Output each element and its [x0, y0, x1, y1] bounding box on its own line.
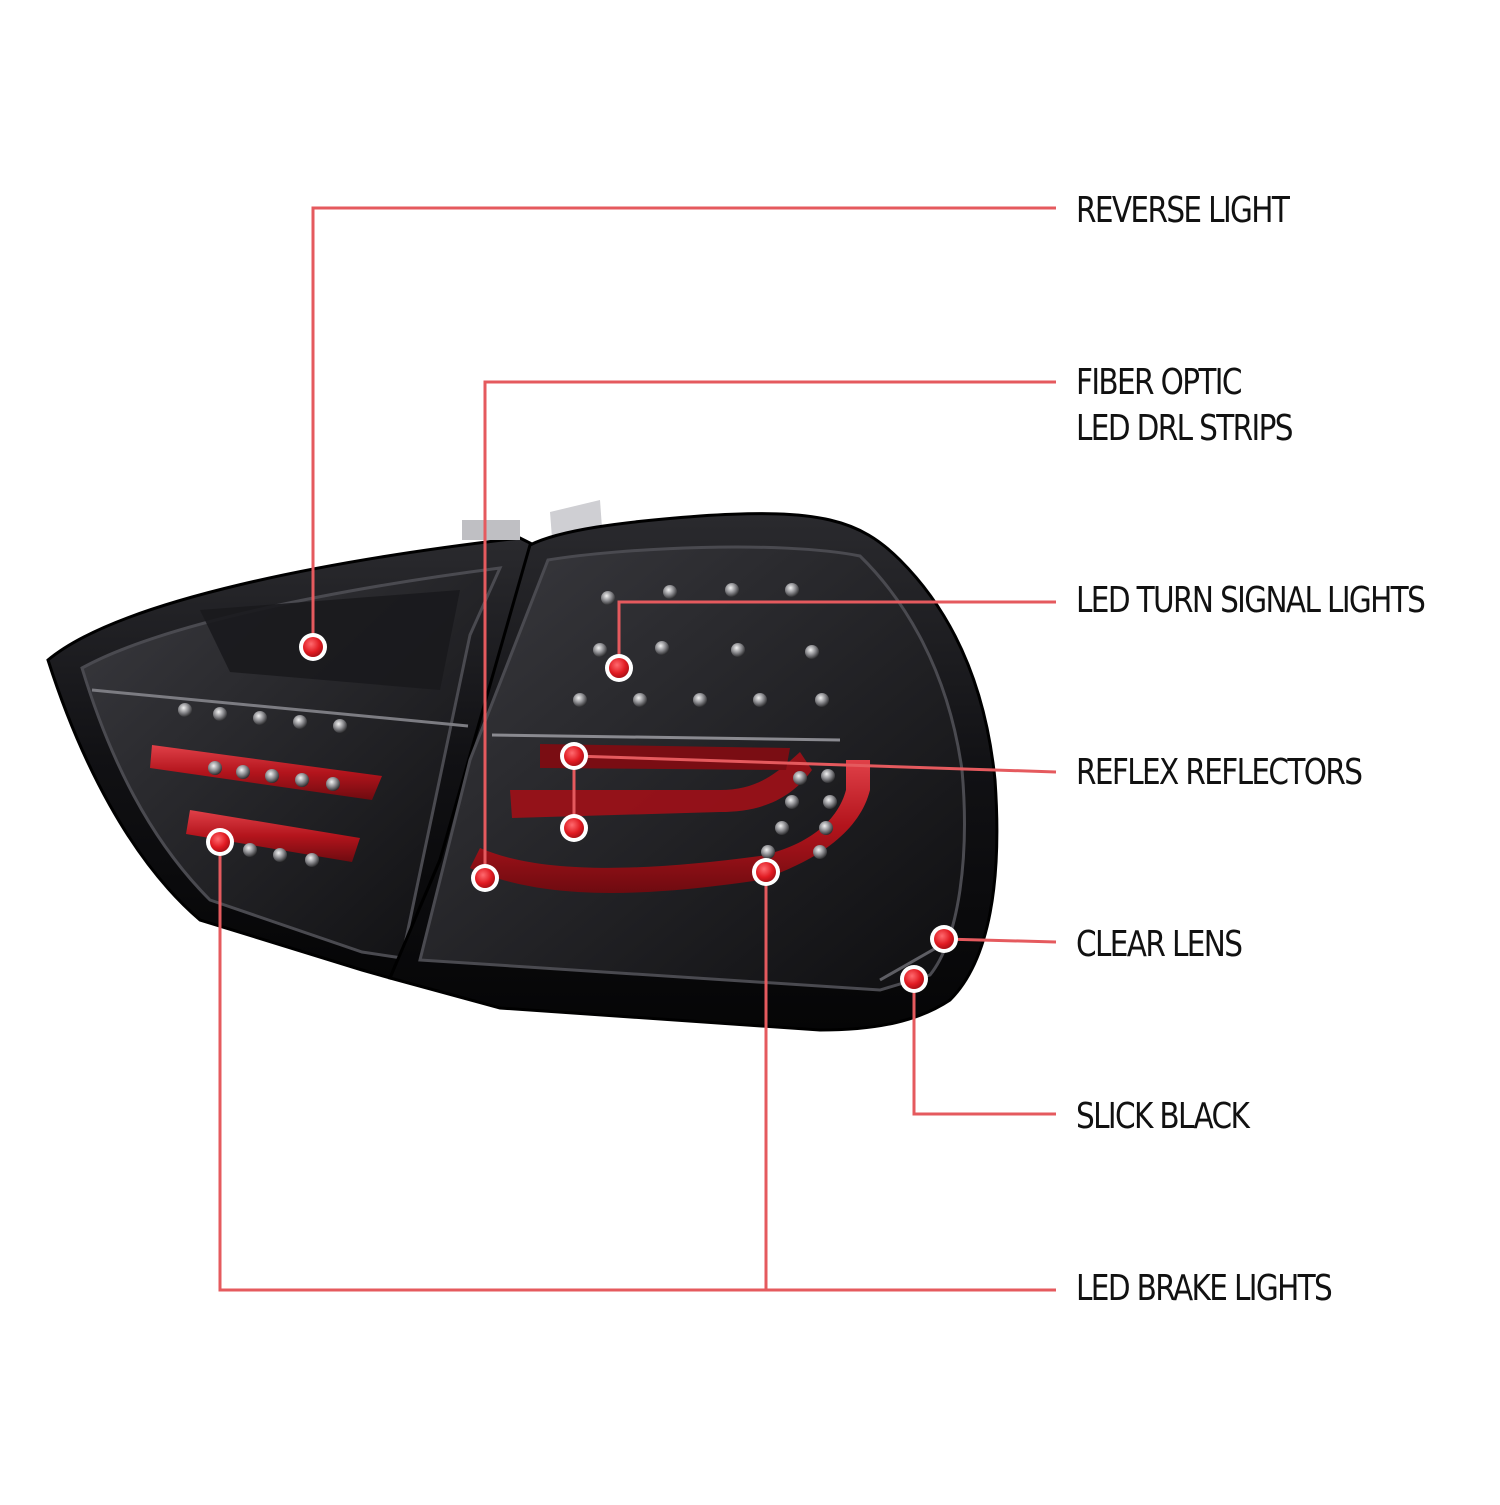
marker-dot — [303, 637, 323, 657]
led — [823, 795, 837, 809]
led — [761, 845, 775, 859]
led — [593, 643, 607, 657]
led — [573, 693, 587, 707]
trunk-lamp-divider — [91, 688, 469, 728]
trunk-lamp-bar-lower — [186, 810, 360, 862]
trunk-lamp-led-array — [178, 703, 347, 867]
quarter-lamp-divider — [491, 733, 841, 742]
label-led-turn-signal-lights: LED TURN SIGNAL LIGHTS — [1076, 580, 1426, 621]
marker-dot — [756, 862, 776, 882]
led — [725, 583, 739, 597]
label-led-brake-lights: LED BRAKE LIGHTS — [1076, 1268, 1333, 1309]
led — [813, 845, 827, 859]
led — [273, 848, 287, 862]
led — [785, 795, 799, 809]
mount-bracket-left — [462, 520, 520, 540]
label-reflex-reflectors: REFLEX REFLECTORS — [1076, 752, 1363, 793]
fiber-optic-leader — [483, 380, 1056, 878]
reflex-reflector-leader — [573, 754, 1057, 774]
callout-leader-lines — [218, 206, 1057, 1292]
led — [785, 583, 799, 597]
led — [208, 761, 222, 775]
slick-black-leader — [912, 979, 1056, 1116]
turn-signal-leader — [617, 600, 1056, 668]
marker-dot — [934, 929, 954, 949]
led — [265, 769, 279, 783]
led — [633, 693, 647, 707]
led — [731, 643, 745, 657]
led — [819, 821, 833, 835]
trunk-lamp — [46, 520, 542, 980]
label-clear-lens: CLEAR LENS — [1076, 924, 1243, 965]
marker-dot — [475, 868, 495, 888]
led — [753, 693, 767, 707]
marker-dot — [904, 969, 924, 989]
led — [243, 843, 257, 857]
led — [805, 645, 819, 659]
led — [295, 773, 309, 787]
callout-markers — [206, 633, 958, 993]
led — [601, 591, 615, 605]
quarter-lamp — [387, 500, 999, 1032]
clear-lens-leader — [943, 937, 1057, 944]
led — [663, 585, 677, 599]
label-reverse-light: REVERSE LIGHT — [1076, 190, 1290, 231]
reverse-light-leader — [311, 206, 1056, 647]
led — [793, 771, 807, 785]
led — [236, 765, 250, 779]
label-slick-black: SLICK BLACK — [1076, 1096, 1250, 1137]
led — [815, 693, 829, 707]
led — [253, 711, 267, 725]
trunk-lamp-inner — [200, 590, 460, 690]
quarter-lamp-led-array — [573, 583, 837, 859]
led — [293, 715, 307, 729]
quarter-lamp-reflector-upper — [540, 744, 790, 770]
label-fiber-optic-led-drl-strips: FIBER OPTIC LED DRL STRIPS — [1076, 362, 1293, 449]
brake-lights-leader-left — [218, 842, 1056, 1292]
marker-dot — [564, 746, 584, 766]
led — [333, 719, 347, 733]
led — [693, 693, 707, 707]
marker-dot — [564, 818, 584, 838]
led — [178, 703, 192, 717]
led — [655, 641, 669, 655]
led — [821, 769, 835, 783]
quarter-lamp-reflector — [510, 752, 812, 818]
led — [326, 777, 340, 791]
led — [305, 853, 319, 867]
led — [775, 821, 789, 835]
led — [213, 707, 227, 721]
marker-dot — [210, 832, 230, 852]
marker-dot — [609, 658, 629, 678]
